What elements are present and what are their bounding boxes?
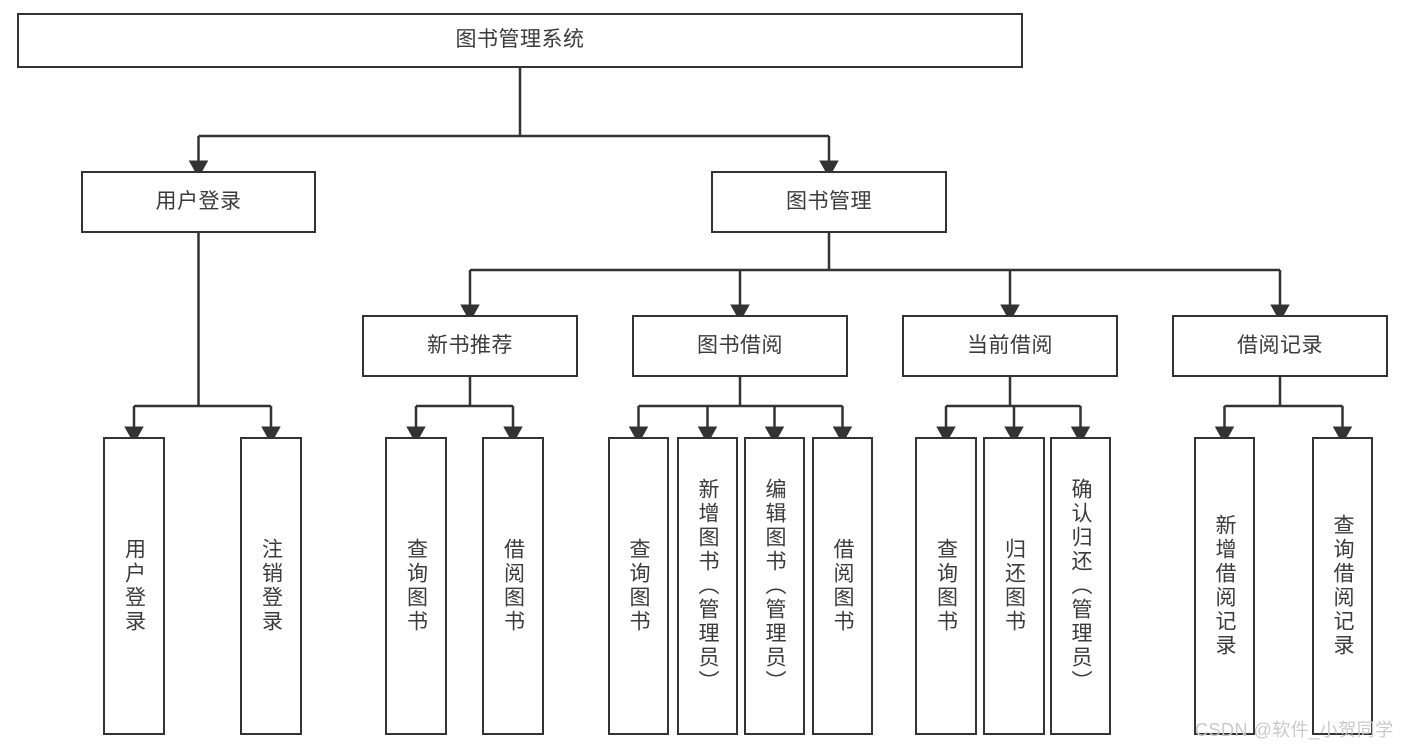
node-label: 借阅图书 [501, 538, 525, 634]
node-label: 图书借阅 [697, 333, 783, 357]
node-leaf-11[interactable]: 确认归还（管理员） [1050, 437, 1111, 735]
node-leaf-4[interactable]: 借阅图书 [482, 437, 544, 735]
node-label: 编辑图书（管理员） [763, 478, 786, 694]
node-leaf-6[interactable]: 新增图书（管理员） [677, 437, 738, 735]
node-label: 查询图书 [627, 538, 650, 634]
node-label: 图书管理 [786, 189, 872, 213]
node-login[interactable]: 用户登录 [81, 171, 316, 233]
node-leaf-10[interactable]: 归还图书 [983, 437, 1045, 735]
node-label: 新增借阅记录 [1213, 514, 1236, 658]
node-label: 确认归还（管理员） [1069, 478, 1092, 694]
node-label: 新增图书（管理员） [696, 478, 719, 694]
node-label: 归还图书 [1002, 538, 1026, 634]
node-label: 借阅图书 [831, 538, 854, 634]
node-leaf-3[interactable]: 查询图书 [385, 437, 447, 735]
node-label: 图书管理系统 [455, 28, 585, 52]
node-leaf-9[interactable]: 查询图书 [915, 437, 977, 735]
node-label: 注销登录 [259, 538, 283, 634]
node-leaf-12[interactable]: 新增借阅记录 [1194, 437, 1255, 735]
node-label: 查询图书 [934, 538, 958, 634]
node-label: 用户登录 [122, 538, 146, 634]
node-root[interactable]: 图书管理系统 [17, 13, 1023, 68]
node-label: 借阅记录 [1237, 333, 1323, 357]
node-borrow[interactable]: 图书借阅 [632, 315, 848, 377]
node-current[interactable]: 当前借阅 [902, 315, 1118, 377]
node-newbook[interactable]: 新书推荐 [362, 315, 578, 377]
node-leaf-2[interactable]: 注销登录 [240, 437, 302, 735]
node-leaf-5[interactable]: 查询图书 [608, 437, 669, 735]
node-bookmgmt[interactable]: 图书管理 [711, 171, 947, 233]
node-leaf-1[interactable]: 用户登录 [103, 437, 165, 735]
node-leaf-13[interactable]: 查询借阅记录 [1312, 437, 1373, 735]
node-label: 用户登录 [155, 189, 242, 213]
node-records[interactable]: 借阅记录 [1172, 315, 1388, 377]
node-label: 查询图书 [404, 538, 428, 634]
node-label: 当前借阅 [967, 333, 1053, 357]
node-label: 新书推荐 [427, 333, 513, 357]
node-leaf-7[interactable]: 编辑图书（管理员） [744, 437, 805, 735]
connector-group [124, 68, 1353, 444]
node-leaf-8[interactable]: 借阅图书 [812, 437, 873, 735]
node-label: 查询借阅记录 [1331, 514, 1354, 658]
